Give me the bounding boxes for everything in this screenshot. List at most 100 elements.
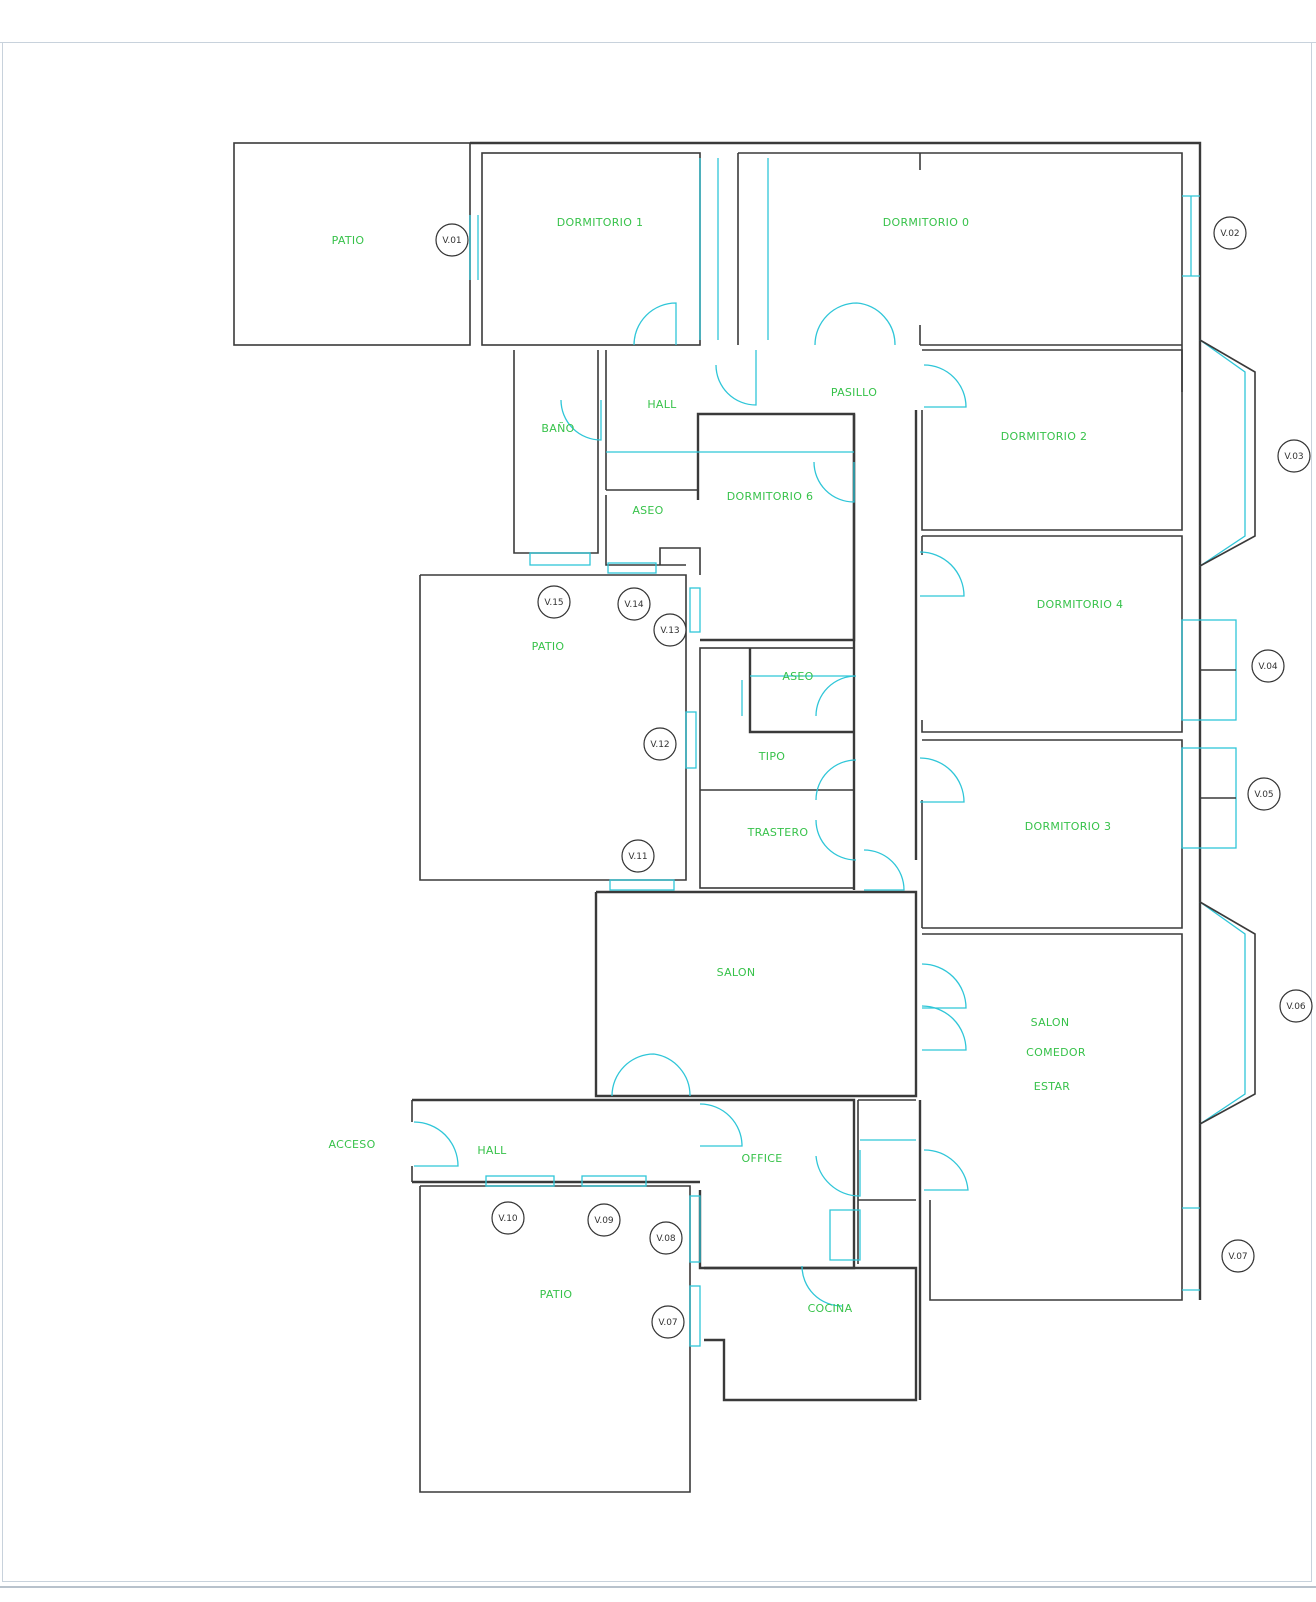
svg-text:V.06: V.06	[1286, 1002, 1306, 1012]
sheet-bottom-margin	[0, 1586, 1316, 1602]
openings	[413, 158, 1256, 1347]
svg-text:V.09: V.09	[594, 1216, 614, 1226]
label-hall-upper: HALL	[647, 398, 677, 411]
wall-dormitorio-0	[738, 152, 1183, 392]
wall-dormitorio-2	[921, 349, 1183, 531]
door-aseo	[815, 675, 857, 717]
label-dormitorio-3: DORMITORIO 3	[1025, 820, 1112, 833]
window-tag-v07: V.07	[1221, 1239, 1255, 1273]
window-tag-v01: V.01	[435, 223, 469, 257]
label-dormitorio-top-right: DORMITORIO 0	[883, 216, 970, 229]
label-aseo-2: ASEO	[782, 670, 813, 683]
door-dormitorio-2	[923, 364, 967, 408]
label-salon: SALON	[717, 966, 756, 979]
door-salon-top	[863, 849, 905, 891]
window-tag-v07-lower: V.07	[651, 1305, 685, 1339]
sheet-border	[2, 42, 1312, 1582]
svg-text:V.15: V.15	[544, 598, 563, 608]
label-acceso: ACCESO	[328, 1138, 375, 1151]
wall-patio-bottom	[419, 1185, 691, 1493]
wall-dormitorio-1	[481, 152, 701, 346]
window-tag-v02: V.02	[1213, 216, 1247, 250]
door-dormitorio-4	[919, 551, 965, 597]
wall-bano	[513, 350, 599, 554]
wall-dormitorio-4	[921, 535, 1183, 733]
label-bano: BAÑO	[541, 422, 574, 435]
wall-dormitorio-3	[922, 739, 1183, 929]
window-tag-v09: V.09	[587, 1203, 621, 1237]
door-hall	[715, 350, 757, 406]
wall-outer-top	[470, 141, 1202, 392]
wall-salon	[594, 890, 918, 1098]
label-salon-comedor-3: ESTAR	[1034, 1080, 1071, 1093]
label-trastero: TRASTERO	[747, 826, 809, 839]
door-dormitorio-1	[633, 302, 677, 346]
svg-text:V.04: V.04	[1258, 662, 1278, 672]
walls	[233, 141, 1202, 1493]
svg-text:V.14: V.14	[624, 600, 644, 610]
door-double-salon-hall	[611, 1053, 691, 1097]
wall-office	[698, 1098, 856, 1270]
window-tag-v11: V.11	[621, 839, 655, 873]
label-salon-comedor-1: SALON	[1031, 1016, 1070, 1029]
svg-text:V.10: V.10	[498, 1214, 518, 1224]
label-patio-mid: PATIO	[532, 640, 565, 653]
label-tipo: TIPO	[758, 750, 785, 763]
label-dormitorio-6: DORMITORIO 6	[727, 490, 814, 503]
label-pasillo: PASILLO	[831, 386, 877, 399]
door-cocina	[801, 1265, 843, 1307]
label-patio-bottom: PATIO	[540, 1288, 573, 1301]
wall-salon-comedor	[922, 933, 1183, 1301]
bay-window-lower	[1199, 901, 1246, 1125]
svg-text:V.07: V.07	[1228, 1252, 1247, 1262]
wall-dormitorio-6	[696, 412, 856, 642]
svg-text:V.11: V.11	[628, 852, 647, 862]
door-office-right	[815, 1150, 861, 1197]
svg-text:V.07: V.07	[658, 1318, 677, 1328]
door-office	[699, 1103, 743, 1147]
svg-text:V.13: V.13	[660, 626, 679, 636]
door-tipo	[815, 759, 857, 801]
window-tag-v06: V.06	[1279, 989, 1313, 1023]
window-tag-v13: V.13	[653, 613, 687, 647]
window-tag-v10: V.10	[491, 1201, 525, 1235]
window-tag-v14: V.14	[617, 587, 651, 621]
label-salon-comedor-2: COMEDOR	[1026, 1046, 1086, 1059]
svg-text:V.02: V.02	[1220, 229, 1239, 239]
window-tag-v15: V.15	[537, 585, 571, 619]
wall-service-block	[699, 647, 855, 889]
door-salon-comedor-2	[921, 1005, 967, 1051]
door-dormitorio-6	[813, 461, 855, 503]
window-tag-v12: V.12	[643, 727, 677, 761]
door-salon-comedor-1	[921, 963, 967, 1009]
door-dormitorio-3	[919, 757, 965, 803]
label-office: OFFICE	[742, 1152, 783, 1165]
label-aseo-1: ASEO	[632, 504, 663, 517]
svg-text:V.01: V.01	[442, 236, 461, 246]
window-tag-v08: V.08	[649, 1221, 683, 1255]
bay-window-upper	[1199, 339, 1246, 567]
door-bano	[560, 399, 602, 441]
wall-cocina	[704, 1266, 918, 1402]
label-dormitorio-1: DORMITORIO 1	[557, 216, 644, 229]
wall-patio-mid	[419, 574, 687, 881]
window-tag-v03: V.03	[1277, 439, 1311, 473]
window-tags: V.01 V.02 V.03 V.04 V.05 V.06 V.07 V.15 …	[435, 216, 1313, 1339]
door-salon-comedor-3	[923, 1149, 969, 1191]
door-acceso	[413, 1121, 459, 1167]
door-double-pasillo	[814, 302, 896, 346]
room-labels: PATIO DORMITORIO 1 DORMITORIO 0 HALL PAS…	[328, 216, 1123, 1315]
svg-text:V.03: V.03	[1284, 452, 1303, 462]
label-dormitorio-2: DORMITORIO 2	[1001, 430, 1088, 443]
label-dormitorio-4: DORMITORIO 4	[1037, 598, 1124, 611]
door-trastero	[815, 819, 857, 861]
window-tag-v05: V.05	[1247, 777, 1281, 811]
label-cocina: COCINA	[808, 1302, 853, 1315]
label-patio-top: PATIO	[332, 234, 365, 247]
window-tag-v04: V.04	[1251, 649, 1285, 683]
svg-text:V.05: V.05	[1254, 790, 1273, 800]
svg-text:V.08: V.08	[656, 1234, 676, 1244]
label-hall-lower: HALL	[477, 1144, 507, 1157]
